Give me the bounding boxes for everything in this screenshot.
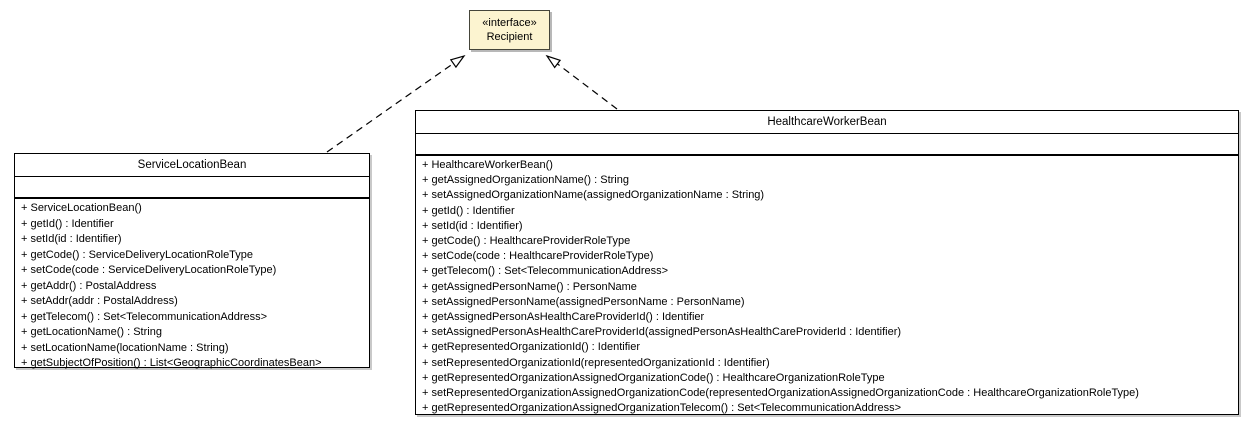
method-item: + getCode() : HealthcareProviderRoleType <box>422 235 631 248</box>
method-item: + getId() : Identifier <box>422 204 515 217</box>
method-item: + getAssignedPersonAsHealthCareProviderI… <box>422 311 705 324</box>
method-item: + getRepresentedOrganizationAssignedOrga… <box>422 402 902 415</box>
method-item: + setRepresentedOrganizationId(represent… <box>422 356 770 369</box>
method-item: + getId() : Identifier <box>21 217 114 230</box>
method-item: + setCode(code : HealthcareProviderRoleT… <box>422 250 654 263</box>
method-item: + getCode() : ServiceDeliveryLocationRol… <box>21 248 254 261</box>
methods-compartment: + HealthcareWorkerBean() + getAssignedOrg… <box>416 154 1238 416</box>
method-item: + getTelecom() : Set<TelecommunicationAd… <box>422 265 669 278</box>
attributes-compartment <box>15 176 369 197</box>
method-item: + setRepresentedOrganizationAssignedOrga… <box>422 387 1139 400</box>
class-node-servicelocationbean: ServiceLocationBean + ServiceLocationBea… <box>14 153 370 369</box>
method-item: + setAssignedPersonName(assignedPersonNa… <box>422 295 745 308</box>
realization-edge-servicelocationbean-recipient <box>326 54 466 153</box>
method-item: + HealthcareWorkerBean() <box>422 159 553 171</box>
interface-name: Recipient <box>486 31 533 43</box>
interface-stereotype: «interface» <box>482 17 537 29</box>
methods-compartment: + ServiceLocationBean() + getId() : Ident… <box>15 197 369 372</box>
class-title: HealthcareWorkerBean <box>767 116 887 128</box>
method-item: + ServiceLocationBean() <box>21 202 142 214</box>
method-item: + setAddr(addr : PostalAddress) <box>21 295 178 307</box>
method-item: + getRepresentedOrganizationAssignedOrga… <box>422 371 885 384</box>
method-item: + getTelecom() : Set<TelecommunicationAd… <box>21 310 268 323</box>
method-item: + getAssignedPersonName() : PersonName <box>422 280 637 293</box>
method-item: + setAssignedPersonAsHealthCareProviderI… <box>422 326 902 339</box>
class-title: ServiceLocationBean <box>137 159 247 171</box>
method-item: + getSubjectOfPosition() : List<Geograph… <box>21 357 322 369</box>
attributes-compartment <box>416 133 1238 154</box>
realization-edge-healthcareworkerbean-recipient <box>545 54 618 110</box>
method-item: + setLocationName(locationName : String) <box>21 341 229 354</box>
interface-node-recipient: «interface» Recipient <box>469 10 550 50</box>
method-item: + setAssignedOrganizationName(assignedOr… <box>422 189 765 202</box>
method-item: + getRepresentedOrganizationId() : Ident… <box>422 341 640 354</box>
method-item: + getLocationName() : String <box>21 326 162 338</box>
method-item: + getAddr() : PostalAddress <box>21 279 157 292</box>
method-item: + setCode(code : ServiceDeliveryLocation… <box>21 264 277 276</box>
method-item: + getAssignedOrganizationName() : String <box>422 174 629 187</box>
class-node-healthcareworkerbean: HealthcareWorkerBean + HealthcareWorkerB… <box>415 110 1239 415</box>
method-item: + setId(id : Identifier) <box>422 219 523 232</box>
method-item: + setId(id : Identifier) <box>21 233 122 245</box>
